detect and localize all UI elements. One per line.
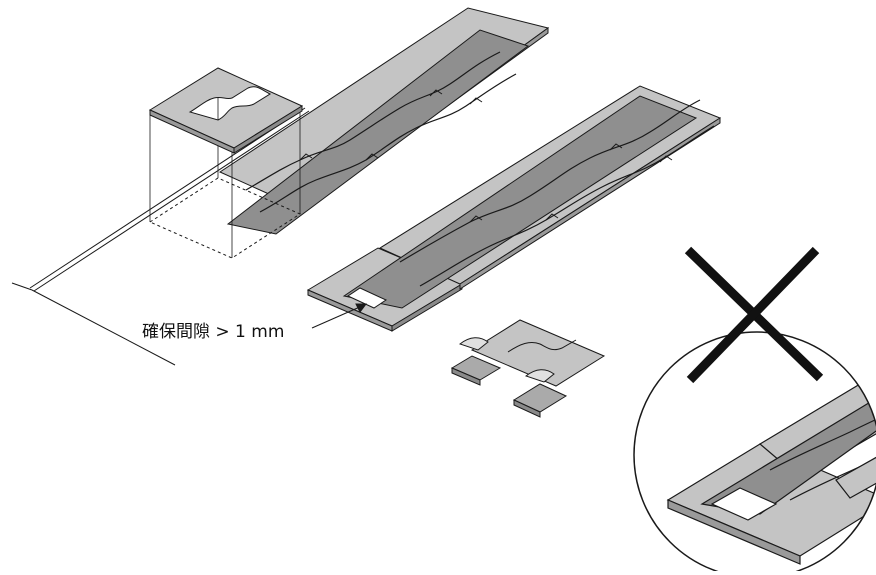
bent-spacer	[450, 319, 606, 418]
u-spacer-top	[148, 67, 304, 154]
x-mark-icon	[684, 246, 824, 384]
gap-callout-arrow	[311, 303, 367, 329]
prohibited-detail	[633, 331, 876, 575]
tape-center	[306, 85, 722, 332]
tape-left	[218, 7, 550, 235]
gap-callout-label: 確保間隙 > 1 mm	[142, 322, 285, 342]
